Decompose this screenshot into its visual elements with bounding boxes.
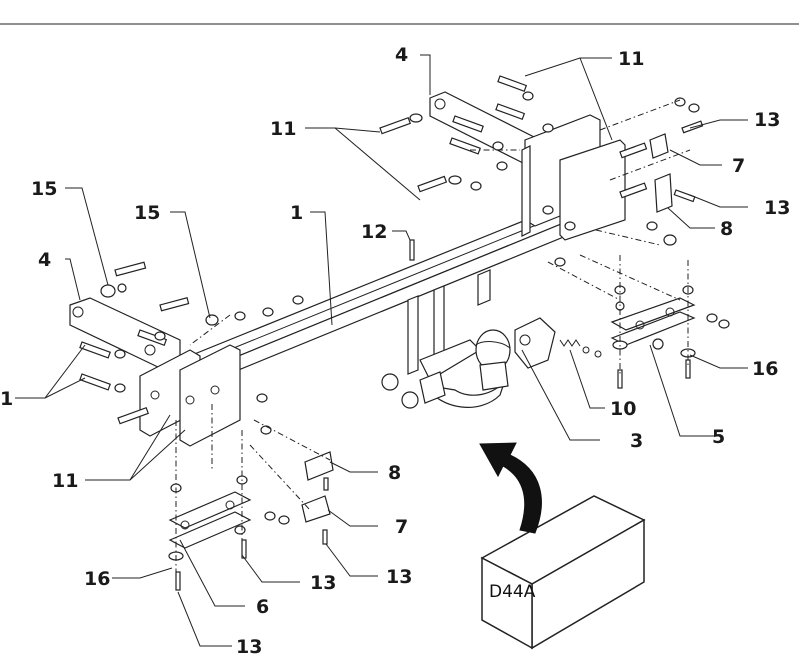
callout-11-bottom: 11: [52, 470, 78, 492]
callout-15-b: 15: [134, 202, 160, 224]
callout-11-top-right: 11: [618, 48, 644, 70]
spring-assembly: [559, 339, 602, 358]
callout-4-top: 4: [395, 44, 408, 66]
callout-4-left: 4: [38, 249, 51, 271]
callout-11-left: 11: [270, 118, 296, 140]
kit-box-3d: D44A: [480, 495, 646, 650]
callout-7-bottom: 7: [395, 516, 408, 538]
beam-tab: [477, 269, 491, 306]
towball: [423, 329, 511, 408]
curved-arrow-icon: [479, 442, 542, 534]
left-mount-plate: [139, 344, 241, 447]
callout-labels: 4 11 11 13 7 13 8 15 15 1 12 4 1 16 10 5…: [0, 44, 790, 658]
center-pillar: [521, 145, 531, 237]
callout-16-left: 16: [84, 568, 110, 590]
callout-8-bottom: 8: [388, 462, 401, 484]
bracket-8-lower: [304, 451, 334, 481]
callout-16-right: 16: [752, 358, 778, 380]
alignment-lines: [175, 99, 691, 580]
bracket-8-upper: [654, 173, 673, 213]
callout-13-a: 13: [754, 109, 780, 131]
callout-1-mid: 1: [290, 202, 303, 224]
leader-lines: [15, 54, 748, 647]
bracket-7-upper: [649, 133, 669, 159]
kit-box-label: D44A: [489, 582, 536, 602]
callout-15-a: 15: [31, 178, 57, 200]
towball-mount: [381, 371, 446, 409]
callout-13-d: 13: [386, 566, 412, 588]
callout-7-top: 7: [732, 155, 745, 177]
right-lower-plate: [610, 297, 696, 346]
callout-13-e: 13: [236, 636, 262, 658]
callout-3: 3: [630, 430, 643, 452]
bolt-set: [79, 75, 704, 591]
washer-nut-set: [100, 91, 730, 561]
bracket-7-lower: [301, 495, 331, 523]
right-side-bracket: [429, 91, 626, 241]
callout-10: 10: [610, 398, 636, 420]
callout-5: 5: [712, 426, 725, 448]
callout-13-c: 13: [310, 572, 336, 594]
callout-8-top: 8: [720, 218, 733, 240]
towball-neck: [407, 285, 481, 381]
left-lower-plate: [168, 491, 252, 549]
callout-13-b: 13: [764, 197, 790, 219]
socket-plate: [514, 317, 556, 369]
callout-1-left: 1: [0, 388, 13, 410]
callout-12: 12: [361, 221, 387, 243]
callout-6: 6: [256, 596, 269, 618]
